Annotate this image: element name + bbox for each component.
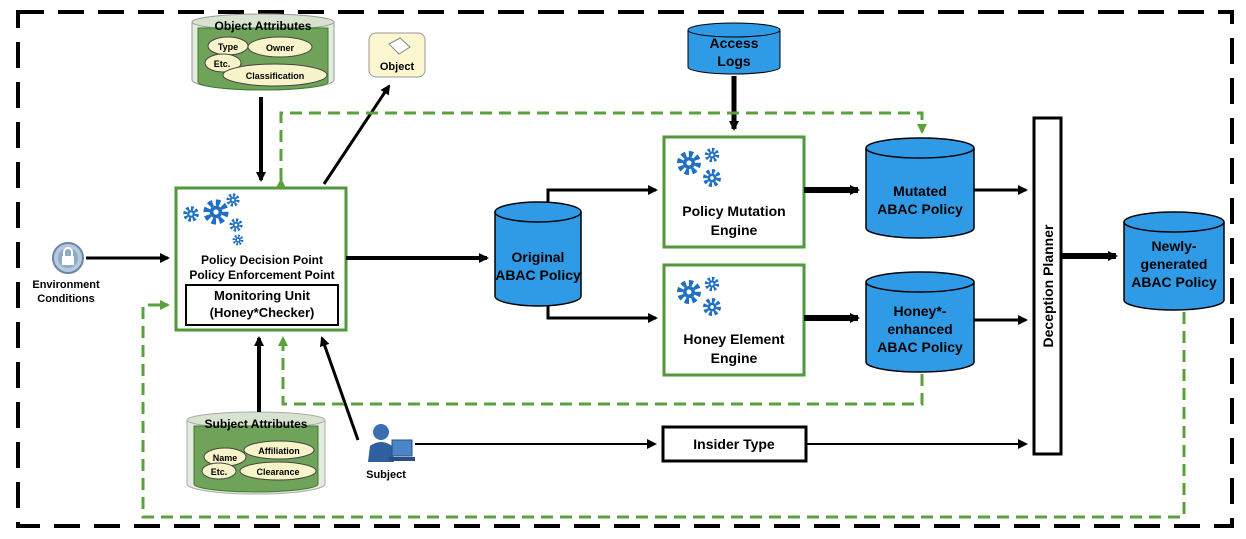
arrow-original-to-mutation (546, 185, 658, 202)
new-policy-line3: ABAC Policy (1131, 274, 1217, 290)
arrow-original-to-honey-engine (546, 306, 658, 323)
subject-attr-affiliation: Affiliation (258, 446, 300, 456)
policy-mutation-engine-box: Policy Mutation Engine (662, 135, 806, 249)
dashed-loop-honey (278, 336, 924, 406)
environment-conditions: Environment Conditions (32, 242, 100, 305)
subject-attr-etc: Etc. (211, 467, 228, 477)
mutation-engine-line1: Policy Mutation (682, 203, 785, 219)
mutated-policy-line1: Mutated (893, 183, 947, 199)
pep-label: Policy Enforcement Point (189, 268, 334, 282)
environment-line1: Environment (32, 279, 100, 291)
honey-engine-line2: Engine (711, 350, 758, 366)
insider-type-label: Insider Type (693, 436, 775, 452)
arrow-pdp-to-object (322, 84, 391, 185)
access-logs-line2: Logs (717, 53, 751, 69)
honey-policy-line3: ABAC Policy (877, 339, 963, 355)
original-policy-store: Original ABAC Policy (494, 201, 582, 307)
mutated-policy-line2: ABAC Policy (877, 201, 963, 217)
subject-attributes-store: Subject Attributes Affiliation Name Etc.… (186, 411, 326, 495)
dashed-loop-bottom (141, 300, 1186, 519)
original-policy-line2: ABAC Policy (495, 267, 581, 283)
subject-node: Subject (366, 424, 415, 481)
object-label: Object (380, 61, 415, 73)
original-policy-line1: Original (512, 249, 565, 265)
honey-checker-label: (Honey*Checker) (210, 305, 315, 320)
subject-attr-name: Name (213, 453, 238, 463)
arrow-subject-to-pdp (319, 336, 360, 441)
mutated-policy-store: Mutated ABAC Policy (865, 137, 975, 239)
monitoring-unit-box (185, 284, 339, 326)
access-logs-store: Access Logs (687, 22, 781, 75)
connectors (86, 76, 1118, 449)
honey-engine-line1: Honey Element (683, 331, 784, 347)
object-attr-classification: Classification (246, 71, 305, 81)
object-attr-etc: Etc. (214, 59, 231, 69)
access-logs-line1: Access (709, 35, 758, 51)
person-at-computer-icon (368, 424, 415, 462)
honey-policy-line2: enhanced (887, 321, 952, 337)
object-attr-owner: Owner (266, 43, 295, 53)
feedback-loops (141, 111, 1186, 519)
dashed-loop-top (276, 111, 927, 188)
object-node: Object (368, 32, 426, 78)
object-icon (388, 37, 411, 55)
new-policy-line2: generated (1141, 256, 1208, 272)
environment-line2: Conditions (37, 293, 94, 305)
lock-icon (52, 242, 84, 274)
monitoring-unit-label: Monitoring Unit (214, 288, 311, 303)
subject-attributes-title: Subject Attributes (205, 417, 308, 431)
object-attributes-store: Object Attributes Type Owner Etc. Classi… (191, 13, 335, 91)
subject-attr-clearance: Clearance (256, 467, 299, 477)
deception-planner-label: Deception Planner (1040, 224, 1056, 347)
mutation-engine-line2: Engine (711, 222, 758, 238)
object-attributes-title: Object Attributes (215, 19, 312, 33)
honey-element-engine-box: Honey Element Engine (662, 263, 806, 377)
honey-policy-store: Honey*- enhanced ABAC Policy (865, 271, 975, 373)
insider-type-box: Insider Type (661, 425, 808, 463)
policy-decision-point-box: Policy Decision Point Policy Enforcement… (174, 186, 348, 332)
outer-frame (16, 10, 1234, 528)
subject-label: Subject (366, 469, 406, 481)
deception-planner-box: Deception Planner (1032, 116, 1063, 456)
new-policy-store: Newly- generated ABAC Policy (1123, 211, 1225, 311)
honey-policy-line1: Honey*- (894, 303, 947, 319)
object-attr-type: Type (218, 42, 238, 52)
pdp-label: Policy Decision Point (201, 253, 323, 267)
new-policy-line1: Newly- (1151, 238, 1196, 254)
